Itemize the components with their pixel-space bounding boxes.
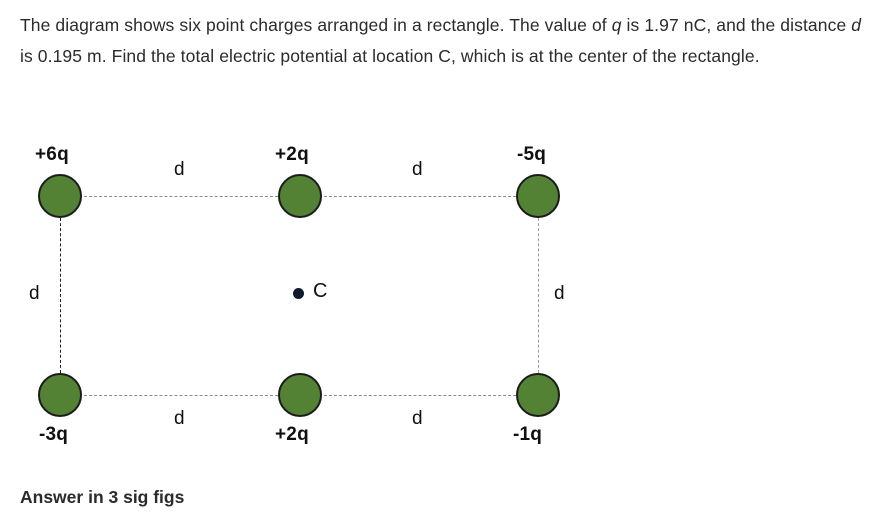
question-text-part2: is 1.97 nC, and the distance — [621, 15, 852, 35]
charge-label-bottom-right: -1q — [513, 424, 543, 445]
charge-top-left — [38, 174, 82, 218]
charge-top-middle — [278, 174, 322, 218]
variable-q: q — [611, 15, 622, 35]
charge-label-top-right: -5q — [517, 144, 547, 165]
distance-label-left-side: d — [29, 283, 40, 304]
connector-right-side — [538, 218, 539, 373]
charge-label-top-left: +6q — [35, 144, 69, 165]
distance-label-bottom-right: d — [412, 408, 423, 429]
question-text-part1: The diagram shows six point charges arra… — [20, 15, 612, 35]
question-text: The diagram shows six point charges arra… — [20, 10, 870, 72]
charge-bottom-middle — [278, 373, 322, 417]
center-point-dot — [293, 288, 304, 299]
charge-rectangle-diagram: +6q +2q -5q -3q +2q -1q d d d d d d C — [0, 130, 891, 470]
connector-top-left-segment — [84, 196, 278, 197]
charge-bottom-left — [38, 373, 82, 417]
distance-label-right-side: d — [554, 283, 565, 304]
distance-label-top-right: d — [412, 159, 423, 180]
center-point-label: C — [313, 280, 328, 302]
charge-label-bottom-left: -3q — [39, 424, 69, 445]
connector-left-side — [60, 218, 61, 373]
connector-bottom-left-segment — [84, 395, 278, 396]
distance-label-top-left: d — [174, 159, 185, 180]
charge-label-top-middle: +2q — [275, 144, 309, 165]
connector-bottom-right-segment — [324, 395, 516, 396]
charge-top-right — [516, 174, 560, 218]
connector-top-right-segment — [324, 196, 516, 197]
question-text-part3: is 0.195 m. Find the total electric pote… — [20, 46, 760, 66]
variable-d: d — [851, 15, 862, 35]
charge-label-bottom-middle: +2q — [275, 424, 309, 445]
charge-bottom-right — [516, 373, 560, 417]
answer-instruction: Answer in 3 sig figs — [20, 487, 185, 507]
distance-label-bottom-left: d — [174, 408, 185, 429]
